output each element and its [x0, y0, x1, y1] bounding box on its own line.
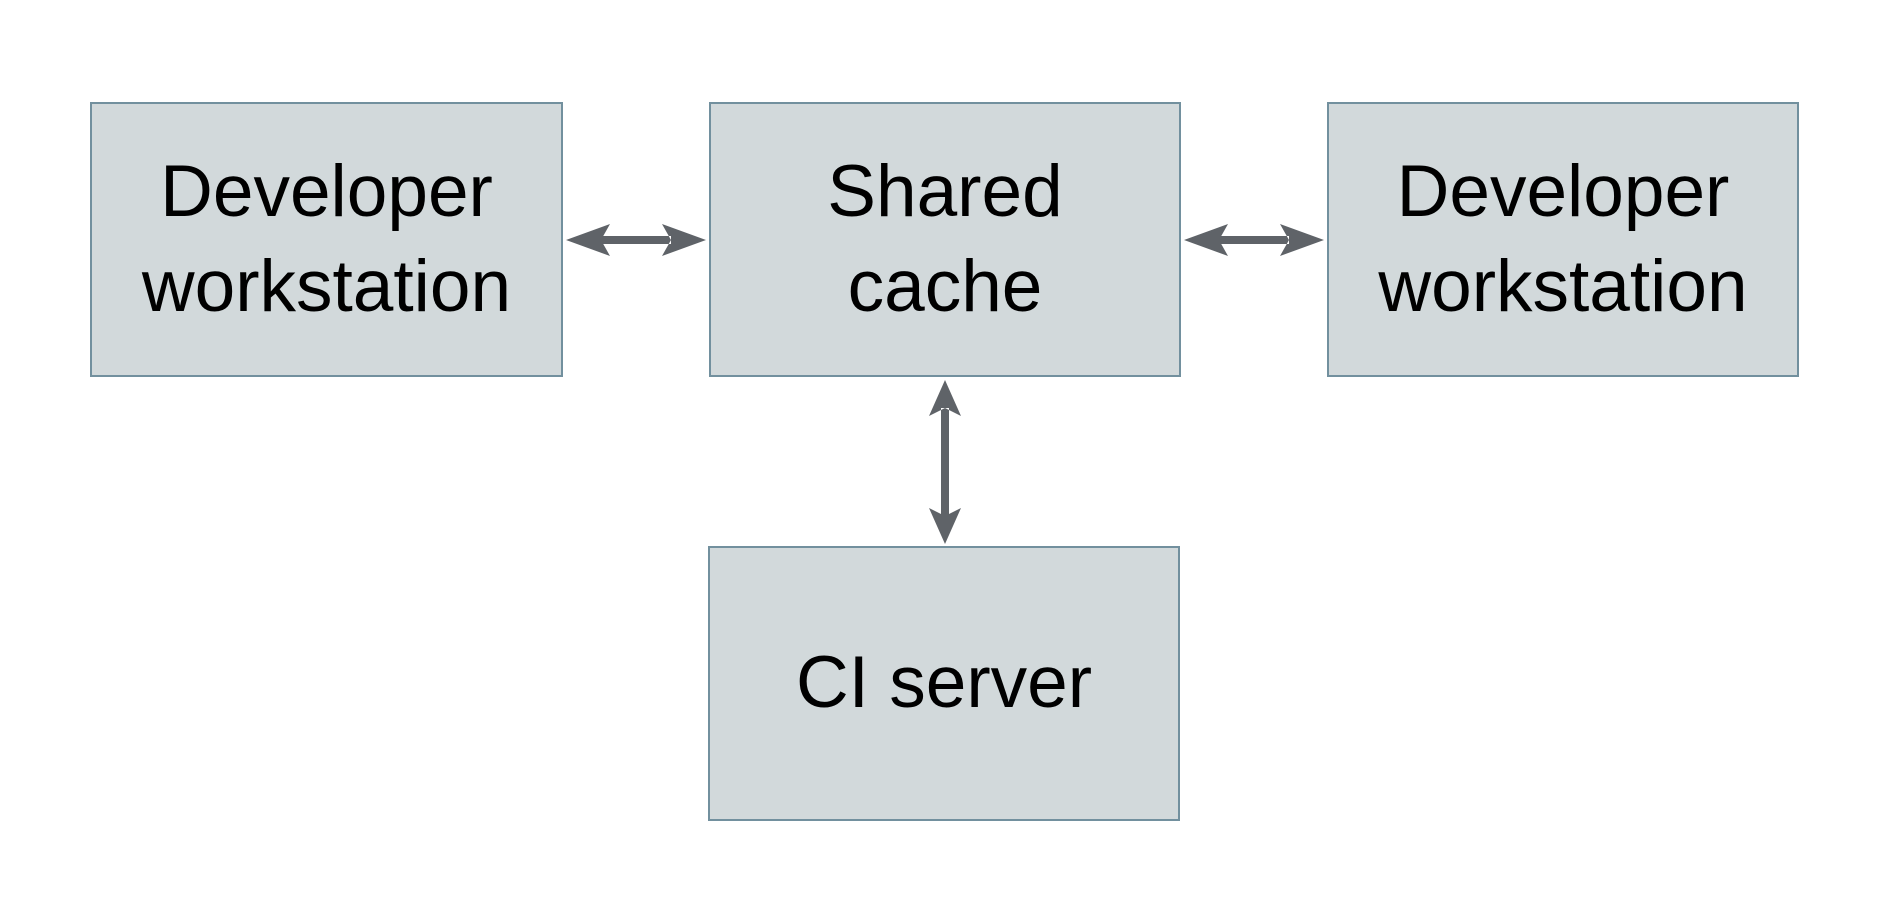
- node-label-ci-server: CI server: [795, 642, 1093, 724]
- bidirectional-arrow-left-workstation-cache-icon: [566, 224, 706, 256]
- node-shared-cache: Shared cache: [709, 102, 1181, 377]
- node-label-developer-workstation-left: Developer workstation: [141, 150, 512, 327]
- bidirectional-arrow-cache-right-workstation-icon: [1184, 224, 1324, 256]
- bidirectional-arrow-cache-ci-server-icon: [929, 380, 961, 544]
- node-label-developer-workstation-right: Developer workstation: [1378, 150, 1748, 327]
- node-ci-server: CI server: [708, 546, 1180, 821]
- node-label-shared-cache: Shared cache: [827, 150, 1063, 327]
- node-developer-workstation-right: Developer workstation: [1327, 102, 1799, 377]
- node-developer-workstation-left: Developer workstation: [90, 102, 563, 377]
